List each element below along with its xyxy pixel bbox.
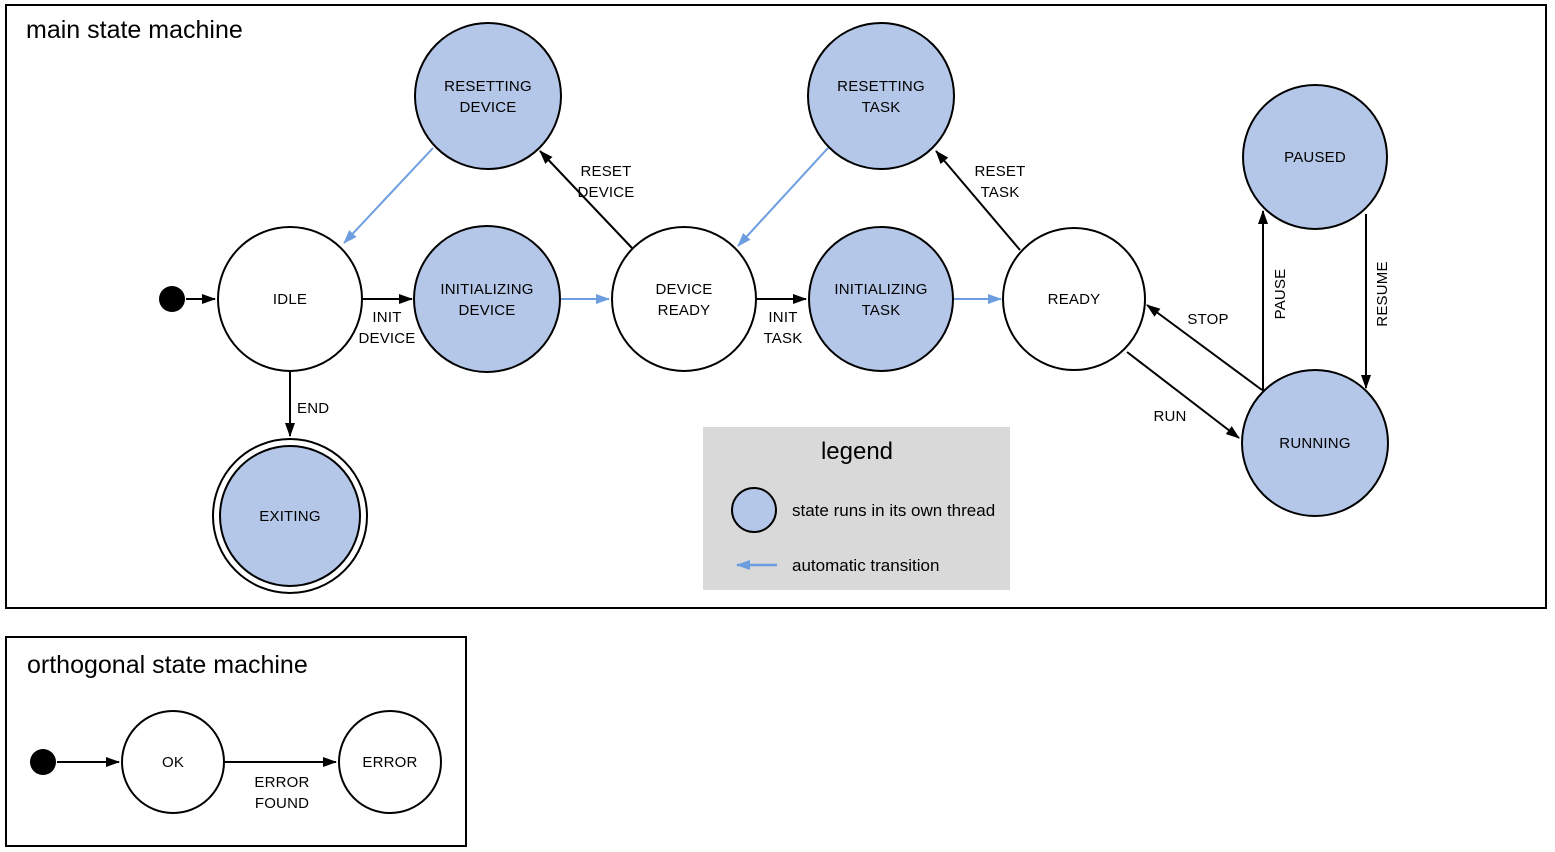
main-state-machine-title: main state machine	[26, 16, 243, 44]
state-paused-label: PAUSED	[1284, 149, 1346, 166]
transition-stop-label: STOP	[1187, 311, 1228, 328]
transition-stop	[1146, 304, 1263, 391]
legend-thread-state-circle-icon	[731, 487, 777, 533]
state-exiting	[219, 445, 361, 587]
transition-resetting-task-to-device-ready	[737, 147, 829, 247]
state-running-label: RUNNING	[1279, 435, 1350, 452]
state-resetting-task	[807, 22, 955, 170]
state-exiting-label: EXITING	[259, 508, 320, 525]
transition-resume-label: RESUME	[1374, 261, 1391, 326]
transition-run	[1126, 351, 1240, 439]
state-initializing-device	[413, 225, 561, 373]
state-idle-label: IDLE	[273, 291, 307, 308]
transition-run-label: RUN	[1153, 408, 1186, 425]
legend: legend state runs in its own thread automa…	[703, 427, 1010, 590]
state-ready-label: READY	[1048, 291, 1101, 308]
main-state-machine-frame	[5, 4, 1547, 609]
orthogonal-state-machine-frame	[5, 636, 467, 847]
state-idle	[217, 226, 363, 372]
transition-reset-task	[935, 150, 1021, 251]
legend-thread-state-label: state runs in its own thread	[792, 501, 995, 520]
state-device-ready	[611, 226, 757, 372]
state-error-label: ERROR	[362, 754, 417, 771]
state-ok-label: OK	[162, 754, 184, 771]
legend-auto-transition-label: automatic transition	[792, 556, 939, 575]
state-resetting-device	[414, 22, 562, 170]
state-initializing-task	[808, 226, 954, 372]
transition-reset-device	[539, 150, 633, 249]
state-ready	[1002, 227, 1146, 371]
transition-end-label: END	[297, 400, 329, 417]
state-ok	[121, 710, 225, 814]
orthogonal-state-machine-title: orthogonal state machine	[27, 651, 308, 679]
transition-pause-label: PAUSE	[1272, 269, 1289, 320]
state-paused	[1242, 84, 1388, 230]
state-error	[338, 710, 442, 814]
orthogonal-state-machine-initial-state-marker	[30, 749, 56, 775]
transition-resetting-device-to-idle	[343, 147, 434, 244]
legend-title: legend	[821, 438, 893, 465]
main-state-machine-initial-state-marker	[159, 286, 185, 312]
state-running	[1241, 369, 1389, 517]
